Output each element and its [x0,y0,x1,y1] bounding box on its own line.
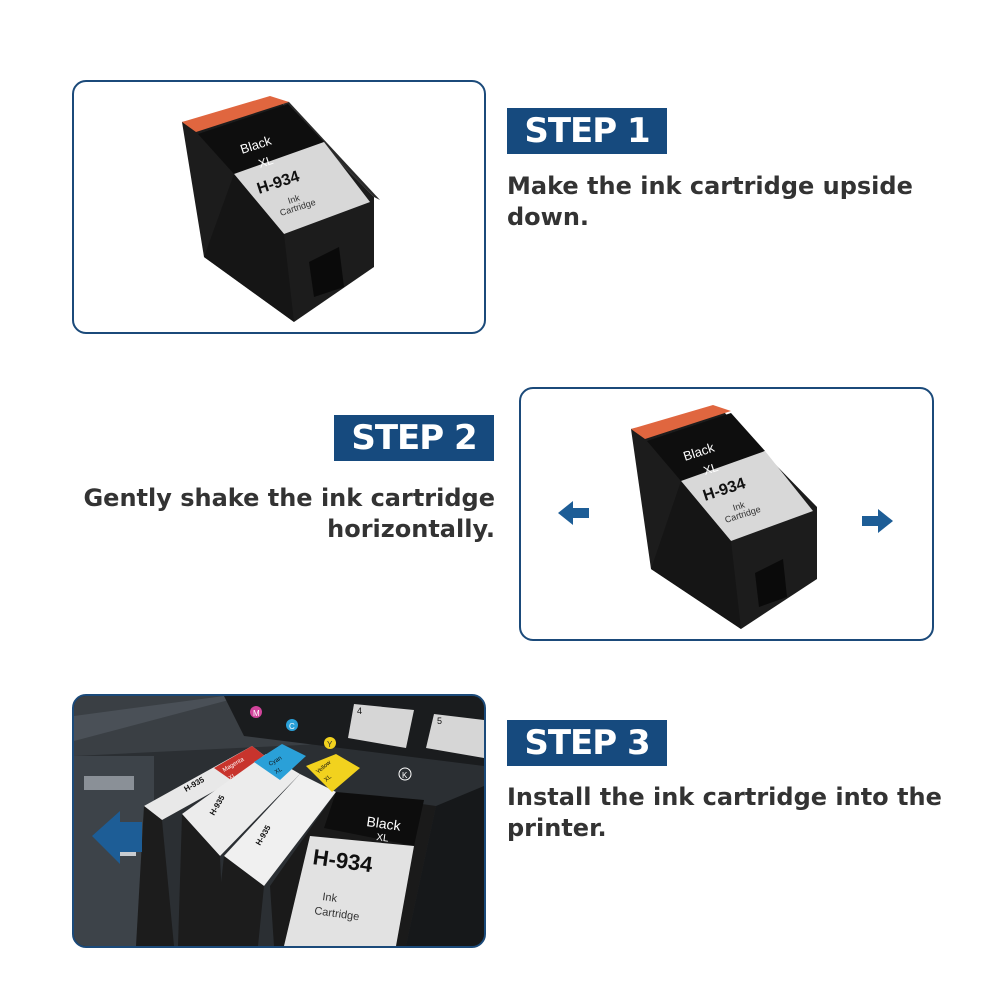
svg-text:4: 4 [357,706,362,716]
cartridge-cap [182,96,289,132]
step1-caption: Make the ink cartridge upside down. [507,172,913,231]
arrow-right-icon [862,509,893,533]
yellow-cartridge: H-935 Yellow XL [214,754,360,946]
step2-caption-line1: Gently shake the ink cartridge [83,484,495,512]
slot-letter-c: C [289,722,295,731]
slot-y-dot [324,737,336,749]
step1-image-frame: Black XL H-934 Ink Cartridge [72,80,486,334]
cartridge-cap [631,405,731,439]
step3-image-frame: M C Y K 4 5 H-935 Magenta XL H-935 [72,694,486,948]
instruction-panel-5: 5 [426,714,484,758]
cartridge-type-line1: Ink [287,193,302,206]
black-cartridge-type-line1: Ink [322,891,339,905]
cartridge-size-text: XL [702,460,721,478]
step3-badge: STEP 3 [507,720,667,766]
step3-caption: Install the ink cartridge into the print… [507,782,987,844]
cartridge-label [681,451,813,541]
svg-text:XL: XL [323,774,333,784]
step3-printer-illustration: M C Y K 4 5 H-935 Magenta XL H-935 [74,696,484,946]
slot-k-dot [398,767,412,781]
step2-image-frame: Black XL H-934 Ink Cartridge [519,387,934,641]
step2-caption-line2: horizontally. [327,515,495,543]
svg-text:5: 5 [437,716,442,726]
cyan-cartridge: H-935 Cyan XL [178,744,306,946]
insert-arrow-icon [92,811,142,864]
cartridge-label [234,142,370,234]
cartridge-size-text: XL [257,153,276,171]
slot-letter-y: Y [327,740,333,749]
step2-caption: Gently shake the ink cartridge horizonta… [60,483,495,545]
cartridge-type-line1: Ink [732,500,747,513]
step1-cartridge-illustration: Black XL H-934 Ink Cartridge [182,96,380,322]
slot-letter-k: K [402,771,408,780]
step3-caption-line1: Install the ink cartridge into the [507,783,942,811]
black-cartridge-color-text: Black [366,813,403,834]
slot-m-dot [250,706,262,718]
step3-caption-line2: printer. [507,814,607,842]
svg-text:XL: XL [274,767,284,776]
step2-cartridge-illustration: Black XL H-934 Ink Cartridge [558,405,893,629]
slot-letter-m: M [253,709,260,718]
svg-text:XL: XL [228,773,238,782]
slot-c-dot [286,719,298,731]
step2-badge: STEP 2 [334,415,494,461]
instruction-panel-4: 4 [348,704,414,748]
step1-badge: STEP 1 [507,108,667,154]
black-cartridge-size-text: XL [376,832,390,845]
black-xl-cartridge: Black XL H-934 Ink Cartridge [270,792,436,946]
arrow-left-icon [558,501,589,525]
